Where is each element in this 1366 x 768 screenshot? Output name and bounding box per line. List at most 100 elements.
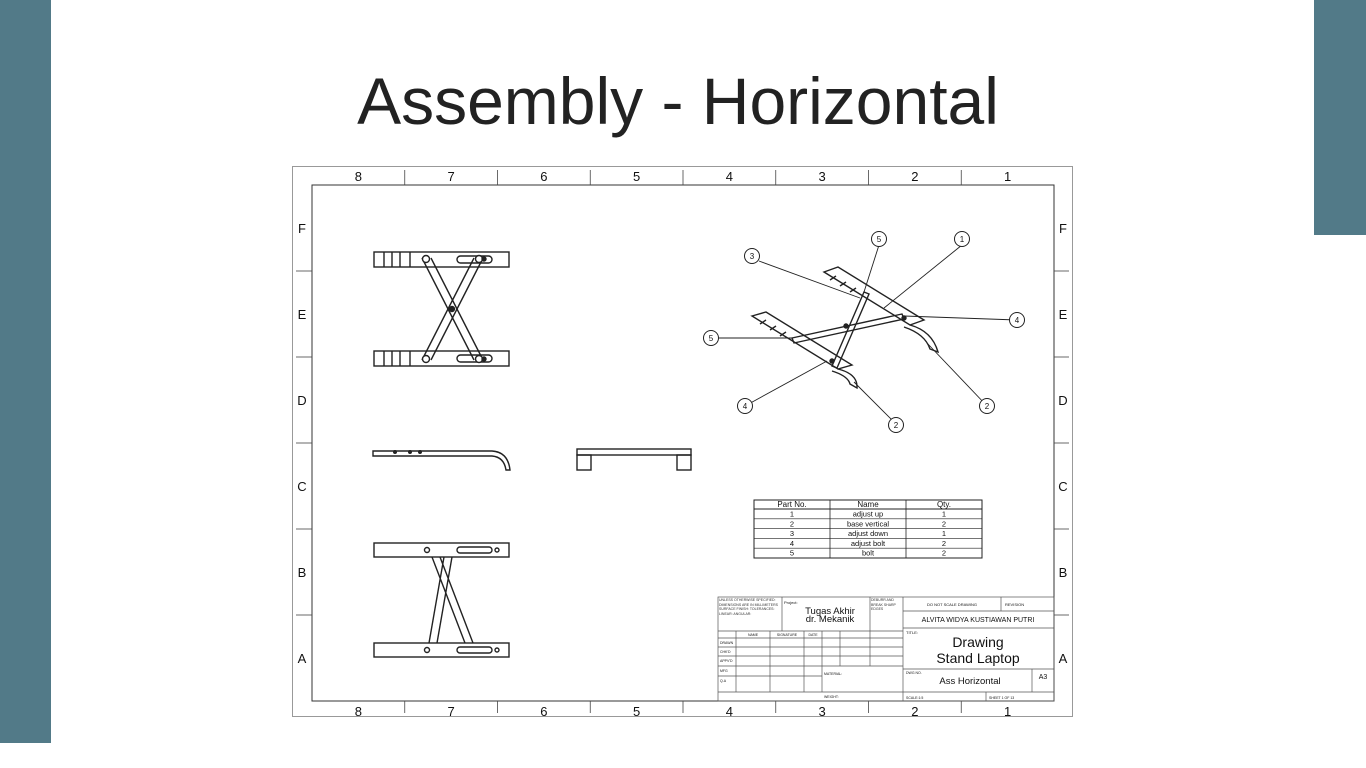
zone-row-label-left: E [298,307,307,322]
do-not-scale-note: DO NOT SCALE DRAWING [927,602,977,607]
bom-header-qty: Qty. [937,500,951,509]
bottom-view [373,542,510,658]
left-accent-bar [0,0,51,743]
balloon-4-left: 4 [737,398,753,414]
project-line-2: dr. Mekanik [806,614,855,625]
bom-cell: adjust bolt [851,539,886,548]
bom-cell: 2 [790,519,794,528]
dwg-no-label: DWG NO. [906,671,922,675]
callout-balloons: 5 1 3 5 4 4 2 2 [703,231,1025,433]
zone-column-label-bottom: 5 [633,704,640,717]
bom-table: Part No. Name Qty. 1 adjust up 1 2 base … [753,499,983,559]
deburr-note: DEBURR AND BREAK SHARP EDGES [871,598,896,611]
side-view [372,450,511,471]
drawing-title-line-1: Drawing [952,634,1003,650]
scale: SCALE:1:5 [906,696,923,700]
zone-column-label-bottom: 4 [726,704,733,717]
bom-cell: base vertical [847,519,889,528]
balloon-5-left: 5 [703,330,719,346]
title-block [717,596,1055,702]
zone-column-label-bottom: 6 [540,704,547,717]
svg-text:5: 5 [709,334,714,343]
weight-label: WEIGHT: [824,695,839,699]
role-drawn: DRAWN [720,641,734,645]
slide-title: Assembly - Horizontal [357,64,999,138]
col-date: DATE [808,633,818,637]
balloon-1: 1 [954,231,970,247]
zone-column-label-bottom: 7 [448,704,455,717]
zone-column-label-top: 6 [540,169,547,184]
general-notes: UNLESS OTHERWISE SPECIFIED: DIMENSIONS A… [719,598,778,616]
bom-cell: bolt [862,549,875,558]
balloon-4-right: 4 [1009,312,1025,328]
drawing-title-line-2: Stand Laptop [936,650,1020,666]
balloon-2-bottom: 2 [888,417,904,433]
zone-column-label-top: 2 [911,169,918,184]
title-label: TITLE: [906,630,918,635]
dwg-no: Ass Horizontal [939,676,1000,687]
front-view [576,448,692,471]
bom-cell: 5 [790,549,794,558]
zone-column-label-bottom: 1 [1004,704,1011,717]
zone-column-label-top: 7 [448,169,455,184]
bom-header-name: Name [857,500,879,509]
zone-row-label-right: F [1059,221,1067,236]
zone-row-label-right: B [1059,565,1068,580]
svg-text:2: 2 [985,402,990,411]
bom-cell: 2 [942,519,946,528]
zone-row-label-right: C [1058,479,1067,494]
bom-cell: 1 [942,510,946,519]
project-line-1: Tugas Akhir [805,606,855,617]
zone-column-label-top: 3 [819,169,826,184]
sheet-number: SHEET 1 OF 13 [989,696,1014,700]
author-name: ALVITA WIDYA KUSTIAWAN PUTRI [922,617,1035,624]
col-signature: SIGNATURE [777,633,798,637]
bom-cell: 1 [942,529,946,538]
zone-row-label-right: A [1059,651,1068,666]
balloon-5-top: 5 [871,231,887,247]
bom-cell: 3 [790,529,794,538]
title-block-text: UNLESS OTHERWISE SPECIFIED: DIMENSIONS A… [719,598,1047,700]
bom-cell: adjust up [853,510,883,519]
project-label: Project: [784,600,798,605]
bom-cell: 4 [790,539,794,548]
zone-row-label-right: E [1059,307,1068,322]
zone-row-label-right: D [1058,393,1067,408]
bom-cell: 2 [942,549,946,558]
zone-column-label-top: 5 [633,169,640,184]
balloon-3: 3 [744,248,760,264]
role-approved: APPV'D [720,659,733,663]
zone-row-label-left: D [297,393,306,408]
material-label: MATERIAL: [824,672,842,676]
svg-text:2: 2 [894,421,899,430]
zone-row-label-left: A [298,651,307,666]
bom-cell: adjust down [848,529,888,538]
zone-column-label-bottom: 3 [819,704,826,717]
zone-column-label-top: 8 [355,169,362,184]
zone-row-label-left: B [298,565,307,580]
bom-cell: 2 [942,539,946,548]
top-view [373,251,510,367]
svg-text:3: 3 [750,252,755,261]
svg-text:4: 4 [743,402,748,411]
zone-column-label-top: 4 [726,169,733,184]
svg-text:4: 4 [1015,316,1020,325]
bom-header-part-no: Part No. [777,500,806,509]
svg-text:1: 1 [960,235,965,244]
role-qa: Q.A [720,679,727,683]
zone-column-label-bottom: 8 [355,704,362,717]
bom-cell: 1 [790,510,794,519]
col-name: NAME [748,633,759,637]
zone-row-label-left: F [298,221,306,236]
zone-column-label-top: 1 [1004,169,1011,184]
revision-label: REVISION [1005,602,1024,607]
role-mfg: MFG [720,669,728,673]
role-checked: CHK'D [720,650,731,654]
sheet-size: A3 [1039,674,1048,681]
zone-row-label-left: C [297,479,306,494]
balloon-2-right: 2 [979,398,995,414]
svg-text:5: 5 [877,235,882,244]
